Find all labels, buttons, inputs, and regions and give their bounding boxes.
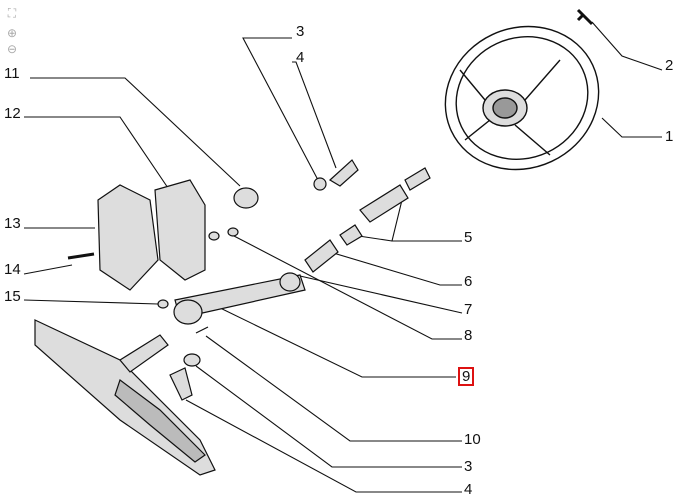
callout-14[interactable]: 14 xyxy=(4,261,21,278)
callout-10[interactable]: 10 xyxy=(464,431,481,448)
callout-6[interactable]: 6 xyxy=(464,273,473,290)
column-parts-drawing xyxy=(34,159,431,476)
callout-5[interactable]: 5 xyxy=(464,229,473,246)
callout-7[interactable]: 7 xyxy=(464,301,473,318)
callout-11[interactable]: 11 xyxy=(4,65,20,82)
steering-wheel-drawing xyxy=(444,8,600,171)
fit-screen-icon[interactable]: ⛶ xyxy=(7,6,17,20)
zoom-in-icon[interactable]: ⊕ xyxy=(6,26,18,40)
callout-12[interactable]: 12 xyxy=(4,105,21,122)
zoom-out-icon[interactable]: ⊖ xyxy=(6,42,18,56)
callout-8[interactable]: 8 xyxy=(464,327,473,344)
callout-1[interactable]: 1 xyxy=(665,128,674,145)
leader-lines xyxy=(23,21,663,493)
callout-13[interactable]: 13 xyxy=(4,215,21,232)
callout-3-bottom[interactable]: 3 xyxy=(464,458,473,475)
callout-2[interactable]: 2 xyxy=(665,57,674,74)
callout-4-bottom[interactable]: 4 xyxy=(464,481,473,498)
callout-15[interactable]: 15 xyxy=(4,288,21,305)
callout-9-selected[interactable]: 9 xyxy=(458,367,475,386)
callout-3-top[interactable]: 3 xyxy=(296,23,305,40)
callout-4-top[interactable]: 4 xyxy=(296,49,305,66)
